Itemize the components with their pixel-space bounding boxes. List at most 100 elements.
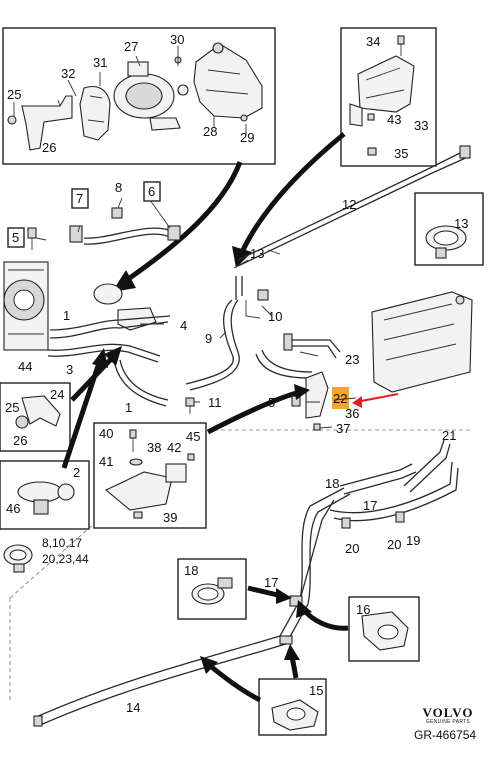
callout-box-7	[71, 188, 89, 209]
callout-12: 12	[342, 197, 356, 212]
highlight-22	[332, 387, 349, 409]
clamp-list-line2: 20,23,44	[42, 552, 89, 566]
clamp-13	[425, 225, 467, 259]
clamp-list-line1: 8,10,17	[42, 536, 82, 550]
highlight-arrow	[355, 393, 399, 403]
callout-3: 3	[66, 362, 73, 377]
screw-45	[187, 453, 195, 461]
hose-17	[339, 463, 413, 487]
highlight-arrowhead	[352, 396, 362, 408]
clamp-18	[191, 577, 233, 605]
pipe-12	[237, 149, 467, 261]
callout-17: 17	[363, 498, 377, 513]
screw-29	[240, 114, 248, 122]
callout-19: 19	[406, 533, 420, 548]
drawing-reference: GR-466754	[414, 728, 477, 742]
callout-21: 21	[442, 428, 456, 443]
clamp-15-point	[279, 635, 293, 645]
arrow-box-15-left	[206, 662, 262, 703]
callout-13: 13	[250, 246, 264, 261]
callout-17-lower: 17	[264, 575, 278, 590]
callout-7: 7	[76, 191, 83, 206]
callout-27: 27	[124, 39, 138, 54]
bracket-24	[15, 395, 61, 429]
callout-26: 26	[13, 433, 27, 448]
clamp-16-point	[289, 595, 303, 607]
clamp-10	[257, 289, 293, 351]
arrow-bracket-detail	[239, 132, 346, 254]
callout-34: 34	[366, 34, 380, 49]
bracket-38	[104, 463, 187, 511]
callout-6: 6	[148, 184, 155, 199]
hose-clamp-generic	[3, 544, 33, 573]
clamp-15	[271, 699, 319, 731]
pump-strap-31	[79, 86, 111, 141]
callout-37: 37	[336, 421, 350, 436]
hose-1	[49, 315, 171, 331]
hose-23	[255, 353, 311, 379]
arrow-box-24	[70, 354, 116, 402]
brand-subtitle: GENUINE PARTS	[425, 719, 471, 725]
callout-18-box: 18	[184, 563, 198, 578]
callout-45: 45	[186, 429, 200, 444]
callout-39: 39	[163, 510, 177, 525]
callout-44: 44	[18, 359, 32, 374]
nut-35	[367, 147, 377, 156]
callout-11: 11	[208, 395, 222, 410]
screw-37	[313, 423, 321, 431]
screw-43	[367, 113, 375, 121]
electric-pump-27	[113, 61, 189, 131]
arrow-box-16	[302, 608, 349, 631]
hose-21	[403, 439, 445, 487]
callout-1: 1	[63, 308, 70, 323]
callout-26-top: 26	[42, 140, 56, 155]
bolt-11	[185, 397, 195, 414]
arrow-pump-detail	[122, 161, 243, 285]
electric-machine	[3, 261, 49, 351]
brand-logo: VOLVO	[422, 705, 474, 720]
connector-6	[167, 225, 181, 241]
screw-30	[174, 52, 182, 66]
pump-bracket-32	[7, 95, 73, 151]
valve-46	[17, 481, 75, 515]
callout-23: 23	[345, 352, 359, 367]
callout-9: 9	[205, 331, 212, 346]
connector-7	[69, 225, 83, 243]
callout-18: 18	[325, 476, 339, 491]
callout-20-left: 20	[345, 541, 359, 556]
callout-10: 10	[268, 309, 282, 324]
callout-46: 46	[6, 501, 20, 516]
arrow-box-38	[206, 389, 301, 435]
callout-31: 31	[93, 55, 107, 70]
callout-29: 29	[240, 130, 254, 145]
callout-box-6	[143, 181, 161, 202]
hose-7-6	[83, 227, 175, 239]
bolt-5	[27, 227, 37, 250]
clamp-16	[361, 611, 409, 651]
callout-36: 36	[345, 406, 359, 421]
pump-assembly-4	[93, 283, 157, 331]
callout-42: 42	[167, 440, 181, 455]
pump-housing-28	[193, 42, 263, 119]
bracket-33	[349, 55, 415, 127]
callout-14: 14	[126, 700, 140, 715]
callout-15: 15	[309, 683, 323, 698]
callout-8: 8	[115, 180, 122, 195]
hose-19	[329, 461, 453, 514]
connector-20	[341, 511, 405, 529]
bracket-36	[305, 371, 329, 419]
nut-39	[133, 511, 143, 519]
washer-41	[129, 458, 143, 466]
callout-40: 40	[99, 426, 113, 441]
callout-30: 30	[170, 32, 184, 47]
callout-13-box: 13	[454, 216, 468, 231]
callout-20-right: 20	[387, 537, 401, 552]
callout-43: 43	[387, 112, 401, 127]
callout-5: 5	[12, 230, 19, 245]
callout-38: 38	[147, 440, 161, 455]
hose-9	[185, 299, 234, 385]
callout-33: 33	[414, 118, 428, 133]
callout-25-box: 25	[5, 400, 19, 415]
hose-1-lower	[119, 359, 169, 401]
callout-32: 32	[61, 66, 75, 81]
